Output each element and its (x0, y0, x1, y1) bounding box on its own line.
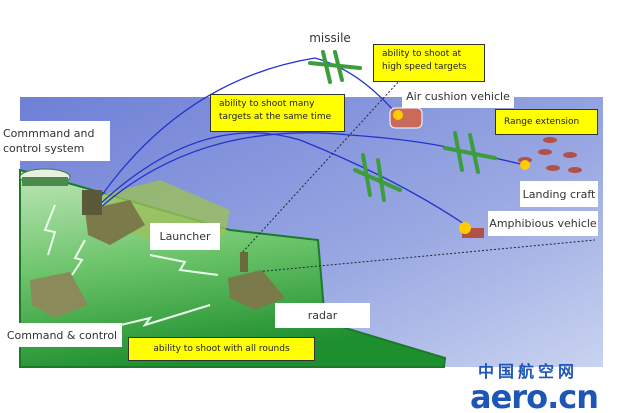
missile-icon (353, 153, 402, 202)
missile-icon (443, 131, 497, 174)
explosion-icon (459, 222, 471, 234)
missile-icon (308, 50, 362, 84)
command-system-icon (19, 168, 71, 186)
landing-craft-icon (538, 149, 552, 155)
comm-links (43, 204, 219, 331)
command-truck-icon (30, 272, 88, 318)
command-control-label: Command & control (2, 323, 122, 347)
callout-range-extension: Range extension (495, 109, 598, 135)
trajectories (94, 57, 526, 229)
radar-beams (239, 79, 596, 273)
lightning-icon (71, 239, 86, 276)
trajectory-to-landing-craft (99, 132, 526, 209)
explosion-icon (393, 110, 403, 120)
air-cushion-label: Air cushion vehicle (402, 84, 514, 108)
radar-beam (254, 239, 596, 273)
trajectory-to-amphibious (97, 132, 471, 229)
callout-many-targets: ability to shoot many targets at the sam… (210, 94, 345, 132)
landing-craft-icon (563, 152, 577, 158)
radar-truck-icon (228, 252, 285, 310)
missile-icons (308, 50, 497, 202)
landing-craft-label: Landing craft (520, 181, 598, 207)
callout-all-rounds: ability to shoot with all rounds (128, 337, 315, 361)
logo-en: aero.cn (470, 378, 599, 413)
launcher-label: Launcher (150, 223, 220, 250)
callout-high-speed: ability to shoot at high speed targets (373, 44, 485, 82)
missile-label: missile (309, 30, 351, 45)
launcher-truck-icon (82, 190, 145, 245)
landing-craft-icon (543, 137, 557, 143)
landing-craft-icon (546, 165, 560, 171)
lightning-icon (99, 304, 211, 331)
lightning-icon (43, 204, 57, 256)
amphibious-vehicle-icon (462, 228, 484, 238)
landing-craft-icon (568, 167, 582, 173)
radar-label: radar (275, 303, 370, 328)
radar-beam (239, 79, 401, 256)
target-icons (389, 107, 582, 238)
command-system-label: Commmand and control system (0, 121, 110, 161)
trajectory-to-high-missile (94, 57, 316, 206)
lightning-icon (149, 254, 219, 276)
logo-cn: 中国航空网 (478, 362, 579, 381)
amphibious-label: Amphibious vehicle (488, 211, 598, 236)
explosion-icon (520, 160, 530, 170)
ground-vehicles (19, 168, 285, 318)
